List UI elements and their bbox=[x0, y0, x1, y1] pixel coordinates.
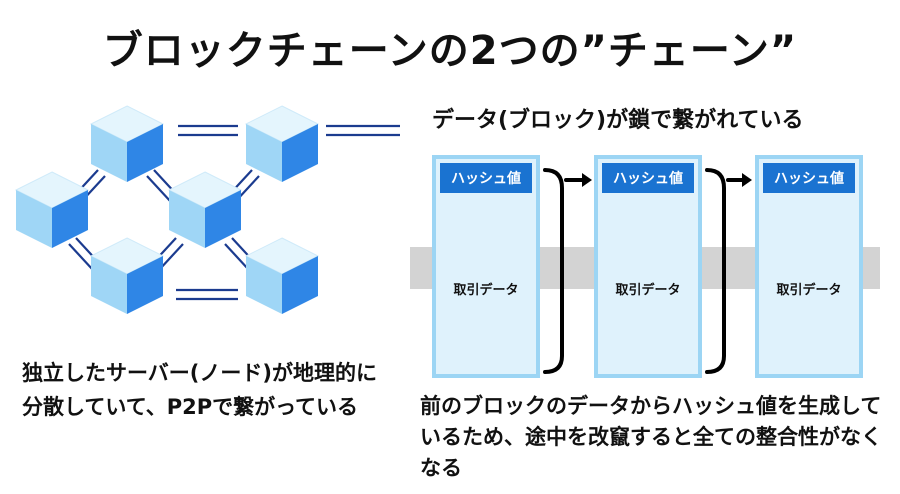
arrow-icon bbox=[582, 173, 592, 187]
arrow-icon bbox=[742, 173, 752, 187]
block-3: ハッシュ値 取引データ bbox=[755, 155, 863, 378]
hash-label: ハッシュ値 bbox=[763, 163, 855, 193]
p2p-caption: 独立したサーバー(ノード)が地理的に分散していて、P2Pで繋がっている bbox=[22, 361, 377, 419]
p2p-network-diagram bbox=[15, 105, 400, 315]
bracket-icon bbox=[543, 168, 564, 374]
page-title: ブロックチェーンの2つの”チェーン” bbox=[102, 28, 798, 74]
transaction-data-label: 取引データ bbox=[776, 283, 842, 298]
chain-caption: 前のブロックのデータからハッシュ値を生成しているため、途中を改竄すると全ての整合… bbox=[420, 394, 882, 480]
hash-label: ハッシュ値 bbox=[602, 163, 694, 193]
block-2: ハッシュ値 取引データ bbox=[594, 155, 702, 378]
transaction-data-label: 取引データ bbox=[453, 283, 519, 298]
transaction-data-label: 取引データ bbox=[615, 283, 681, 298]
bracket-icon bbox=[705, 168, 726, 374]
chain-heading: データ(ブロック)が鎖で繋がれている bbox=[432, 108, 804, 133]
block-1: ハッシュ値 取引データ bbox=[432, 155, 540, 378]
hash-label: ハッシュ値 bbox=[440, 163, 532, 193]
